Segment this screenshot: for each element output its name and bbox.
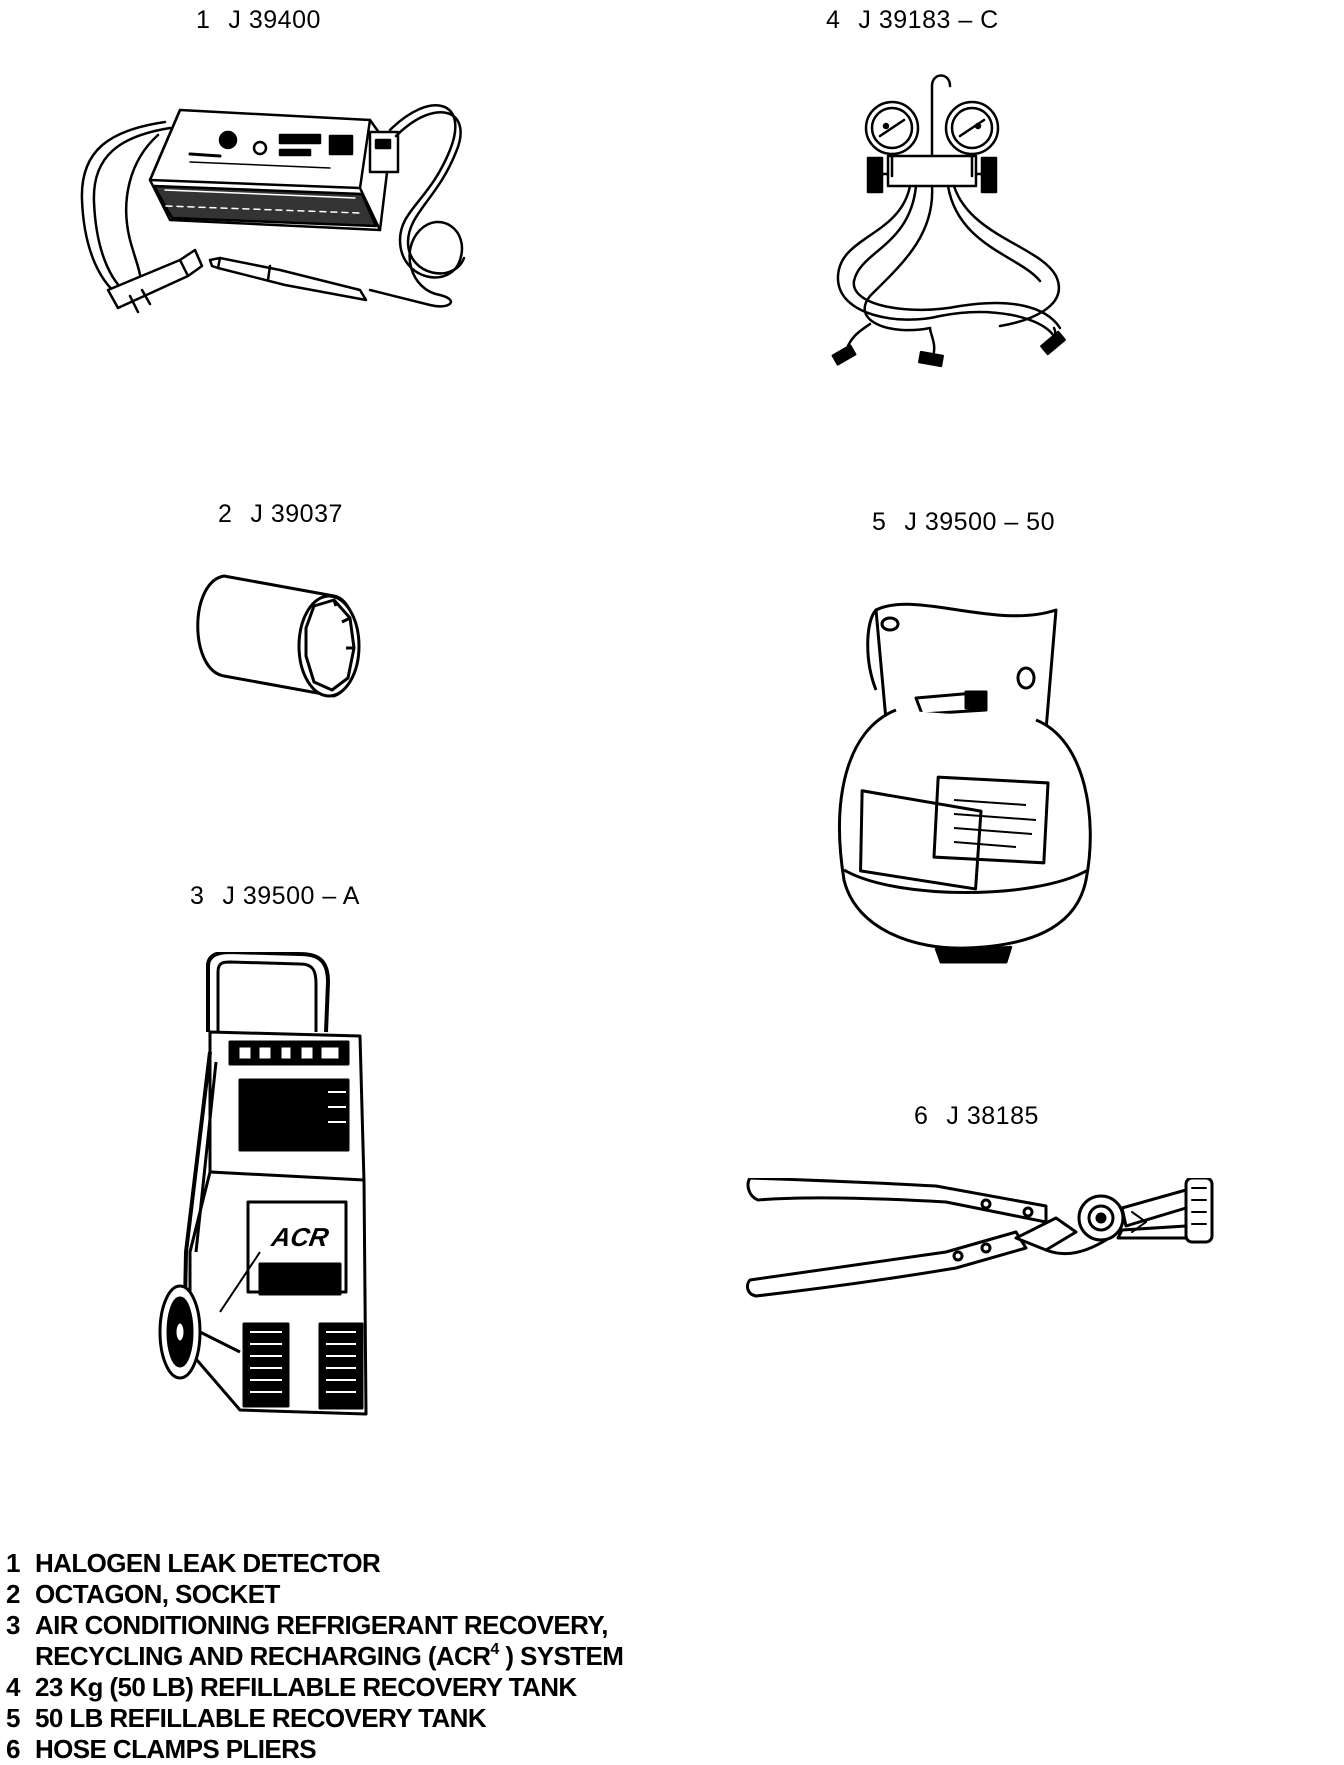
tool-code: J 39037 — [250, 500, 343, 528]
manifold-gauge-set-drawing — [820, 66, 1080, 376]
legend-text-after: ) SYSTEM — [498, 1641, 624, 1671]
tool-number: 3 — [190, 882, 205, 910]
tool-code: J 39400 — [228, 6, 321, 34]
tool-label-3: 3 J 39500 – A — [190, 882, 360, 911]
legend-number: 3 — [6, 1610, 20, 1640]
tool-label-5: 5 J 39500 – 50 — [872, 508, 1055, 537]
tool-label-4: 4 J 39183 – C — [826, 6, 999, 35]
tool-number: 4 — [826, 6, 841, 34]
tool-number: 2 — [218, 500, 233, 528]
legend: 1 HALOGEN LEAK DETECTOR 2 OCTAGON, SOCKE… — [6, 1548, 624, 1765]
legend-superscript: 4 — [490, 1641, 499, 1658]
tool-code: J 39500 – A — [222, 882, 360, 910]
legend-text: 50 LB REFILLABLE RECOVERY TANK — [35, 1703, 487, 1733]
octagon-socket-drawing — [184, 566, 364, 716]
legend-item-4: 4 23 Kg (50 LB) REFILLABLE RECOVERY TANK — [6, 1672, 623, 1703]
legend-number: 4 — [6, 1672, 20, 1702]
legend-text: HALOGEN LEAK DETECTOR — [35, 1548, 381, 1578]
legend-item-2: 2 OCTAGON, SOCKET — [6, 1579, 623, 1610]
legend-item-5: 5 50 LB REFILLABLE RECOVERY TANK — [6, 1703, 623, 1734]
recovery-tank-drawing — [836, 580, 1096, 970]
legend-text-before: RECYCLING AND RECHARGING (ACR — [35, 1641, 491, 1671]
tool-label-1: 1 J 39400 — [196, 6, 321, 35]
legend-number: 5 — [6, 1703, 20, 1733]
legend-text: OCTAGON, SOCKET — [35, 1579, 280, 1609]
legend-item-6: 6 HOSE CLAMPS PLIERS — [6, 1734, 623, 1765]
legend-text: AIR CONDITIONING REFRIGERANT RECOVERY, — [35, 1610, 608, 1640]
tool-code: J 38185 — [946, 1102, 1039, 1130]
tool-label-6: 6 J 38185 — [914, 1102, 1039, 1131]
tool-code: J 39183 – C — [858, 6, 999, 34]
legend-item-3-continued: RECYCLING AND RECHARGING (ACR4 ) SYSTEM — [6, 1641, 624, 1672]
acr-logo: ACR — [269, 1222, 332, 1252]
tool-number: 1 — [196, 6, 211, 34]
legend-number: 2 — [6, 1579, 20, 1609]
tool-label-2: 2 J 39037 — [218, 500, 343, 529]
tool-number: 6 — [914, 1102, 929, 1130]
legend-text: RECYCLING AND RECHARGING (ACR4 ) SYSTEM — [35, 1641, 624, 1672]
legend-item-3: 3 AIR CONDITIONING REFRIGERANT RECOVERY, — [6, 1610, 623, 1641]
legend-text: 23 Kg (50 LB) REFILLABLE RECOVERY TANK — [35, 1672, 577, 1702]
hose-clamp-pliers-drawing — [746, 1178, 1226, 1308]
tool-code: J 39500 – 50 — [904, 508, 1055, 536]
legend-item-1: 1 HALOGEN LEAK DETECTOR — [6, 1548, 623, 1579]
acr-machine-drawing: ACR — [150, 952, 420, 1422]
halogen-leak-detector-drawing — [70, 90, 500, 360]
legend-number: 1 — [6, 1548, 20, 1578]
legend-number: 6 — [6, 1734, 20, 1764]
tool-number: 5 — [872, 508, 887, 536]
legend-text: HOSE CLAMPS PLIERS — [35, 1734, 317, 1764]
